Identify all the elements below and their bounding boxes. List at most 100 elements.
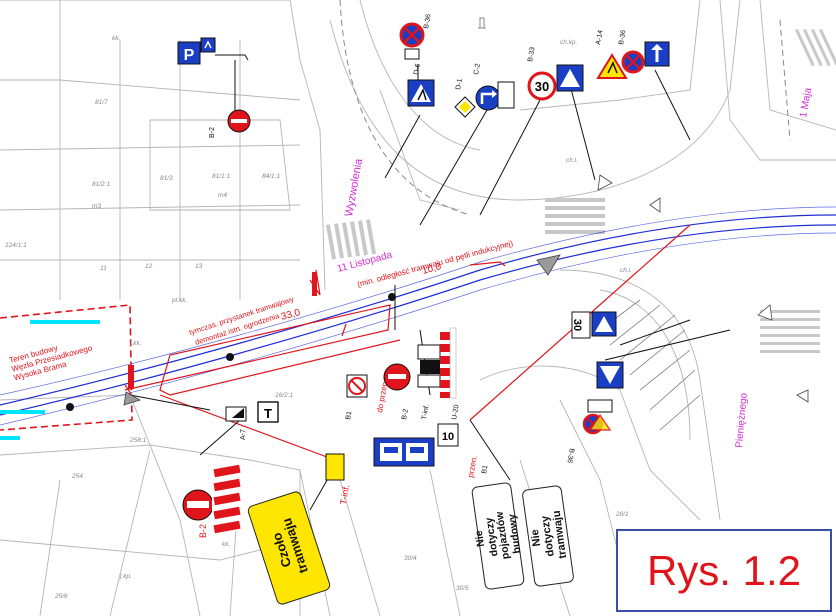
svg-text:81/2:1: 81/2:1 <box>92 181 110 188</box>
street-pieniezhego: Pieniężnego <box>734 392 750 448</box>
svg-text:16/2:1: 16/2:1 <box>275 392 293 399</box>
svg-text:ch.kp.: ch.kp. <box>560 39 578 46</box>
do-przen-label: do przen. <box>375 379 390 413</box>
svg-text:B1: B1 <box>481 465 489 475</box>
svg-text:B1: B1 <box>345 411 353 421</box>
one-way-sign-icon <box>644 41 670 67</box>
small-plate <box>587 399 613 413</box>
svg-text:U-20: U-20 <box>451 404 461 420</box>
tram-detector-symbols <box>66 293 396 411</box>
pedestrian-crossings <box>326 28 836 353</box>
svg-text:B-2: B-2 <box>209 127 216 138</box>
priority-road-sign-icon <box>454 96 476 118</box>
front-of-tram-label: Czoło tramwaju <box>269 516 312 576</box>
svg-text:T-inf.: T-inf. <box>338 484 351 505</box>
svg-text:D-1: D-1 <box>455 78 464 90</box>
svg-text:kk.: kk. <box>112 35 121 42</box>
svg-text:25/6: 25/6 <box>54 593 68 600</box>
no-stopping-sign-icon <box>621 50 645 74</box>
svg-text:B-36: B-36 <box>565 448 574 464</box>
svg-text:A-14: A-14 <box>595 29 604 45</box>
speed-limit-sign-icon: 30 <box>527 71 557 101</box>
svg-text:258:1: 258:1 <box>129 437 147 444</box>
pedestrian-crossing-sign-icon <box>596 361 624 389</box>
svg-text:30/5: 30/5 <box>456 585 469 592</box>
sign-code-labels: B-2 B-36 D-6 D-1 C-2 B-33 A-14 B-36 A-7 … <box>209 13 628 474</box>
tram-tracks <box>0 206 836 426</box>
no-stopping-sign-icon <box>399 22 425 60</box>
svg-text:m3: m3 <box>92 203 101 210</box>
svg-text:B-33: B-33 <box>527 46 536 62</box>
no-entry-sign-icon <box>383 363 411 391</box>
construction-site-boundary <box>0 304 133 431</box>
svg-text:j.kp.: j.kp. <box>119 573 132 580</box>
svg-text:kk.: kk. <box>222 541 231 548</box>
svg-text:124/1:1: 124/1:1 <box>5 242 27 249</box>
speed-limit-sign-icon: 30 <box>571 311 591 339</box>
figure-label-box: Rys. 1.2 <box>616 529 832 612</box>
warning-triangle-icon <box>588 413 612 431</box>
no-entry-sign-icon <box>182 489 214 521</box>
svg-text:B-36: B-36 <box>423 13 432 29</box>
svg-text:ch.i.: ch.i. <box>620 267 632 274</box>
red-white-barrier <box>212 464 242 534</box>
svg-text:B-2: B-2 <box>198 524 208 538</box>
svg-text:30: 30 <box>535 79 549 94</box>
svg-text:12: 12 <box>145 263 153 270</box>
svg-text:T-inf.: T-inf. <box>421 404 431 421</box>
street-wyzwolenia: Wyzwolenia <box>343 157 365 218</box>
red-sign-code-labels: B-2 T-inf. <box>198 484 351 538</box>
pedestrian-crossing-sign-icon <box>591 311 617 337</box>
no-entry-sign-icon <box>227 109 251 133</box>
svg-text:j.kk.: j.kk. <box>129 340 142 347</box>
direction-arrows <box>123 174 809 406</box>
przen-label: przen. <box>466 455 479 478</box>
tram-sign-icon <box>373 437 435 467</box>
keep-right-sign-icon <box>475 85 501 111</box>
svg-text:ch.l.: ch.l. <box>566 157 578 164</box>
svg-text:B-2: B-2 <box>401 408 410 420</box>
svg-text:B-36: B-36 <box>618 29 627 45</box>
svg-text:A-7: A-7 <box>240 429 247 440</box>
svg-text:m4: m4 <box>218 192 227 199</box>
dist-33: 33,0 <box>280 307 302 323</box>
sign-leader-lines <box>129 54 731 511</box>
svg-text:81/3: 81/3 <box>160 175 173 182</box>
svg-text:30/4: 30/4 <box>404 555 417 562</box>
not-applicable-construction-label: Nie dotyczy pojazdów budowy <box>473 510 524 560</box>
svg-text:81/1:1: 81/1:1 <box>212 173 230 180</box>
curb-lines <box>339 0 791 216</box>
pedestrian-plate-triangle <box>560 69 580 87</box>
small-yellow-plate <box>325 453 345 481</box>
svg-text:T: T <box>264 406 272 421</box>
construction-site-note: Teren budowyWęzła PrzesiadkowegoWysoka B… <box>8 335 96 383</box>
pedestrian-crossing-sign-icon <box>407 79 435 107</box>
stacked-info-plates <box>417 327 457 399</box>
svg-text:84/1:1: 84/1:1 <box>262 173 280 180</box>
dist-10: 10,0 <box>421 261 443 277</box>
warning-triangle-icon <box>596 53 628 79</box>
north-arrow-icon <box>478 17 486 29</box>
not-applicable-tram-label: Nie dotyczy tramwaju <box>528 509 570 560</box>
speed-limit-sign-icon: 10 <box>437 423 459 447</box>
svg-text:30: 30 <box>571 319 583 331</box>
svg-text:P: P <box>184 47 195 64</box>
street-maja: 1 Maja <box>798 87 814 119</box>
parcel-labels: kk. 81/7 81/2:1 81/3 81/1:1 84/1:1 m3 m4… <box>5 35 632 600</box>
svg-text:11: 11 <box>100 265 107 272</box>
svg-text:C-2: C-2 <box>473 63 482 75</box>
small-plate <box>497 81 515 109</box>
parking-sign-icon: P <box>177 37 216 65</box>
red-white-barrier-top <box>312 272 317 296</box>
figure-label: Rys. 1.2 <box>646 546 802 594</box>
svg-text:254: 254 <box>71 473 83 480</box>
svg-text:10: 10 <box>442 431 454 443</box>
svg-text:13: 13 <box>195 263 203 270</box>
svg-text:pl.kk.: pl.kk. <box>171 297 187 304</box>
hatched-area <box>599 299 701 431</box>
tram-signal-icon <box>225 406 247 422</box>
t-plate: T <box>257 401 279 423</box>
svg-text:D-6: D-6 <box>413 63 422 75</box>
svg-text:28/1: 28/1 <box>615 511 629 518</box>
